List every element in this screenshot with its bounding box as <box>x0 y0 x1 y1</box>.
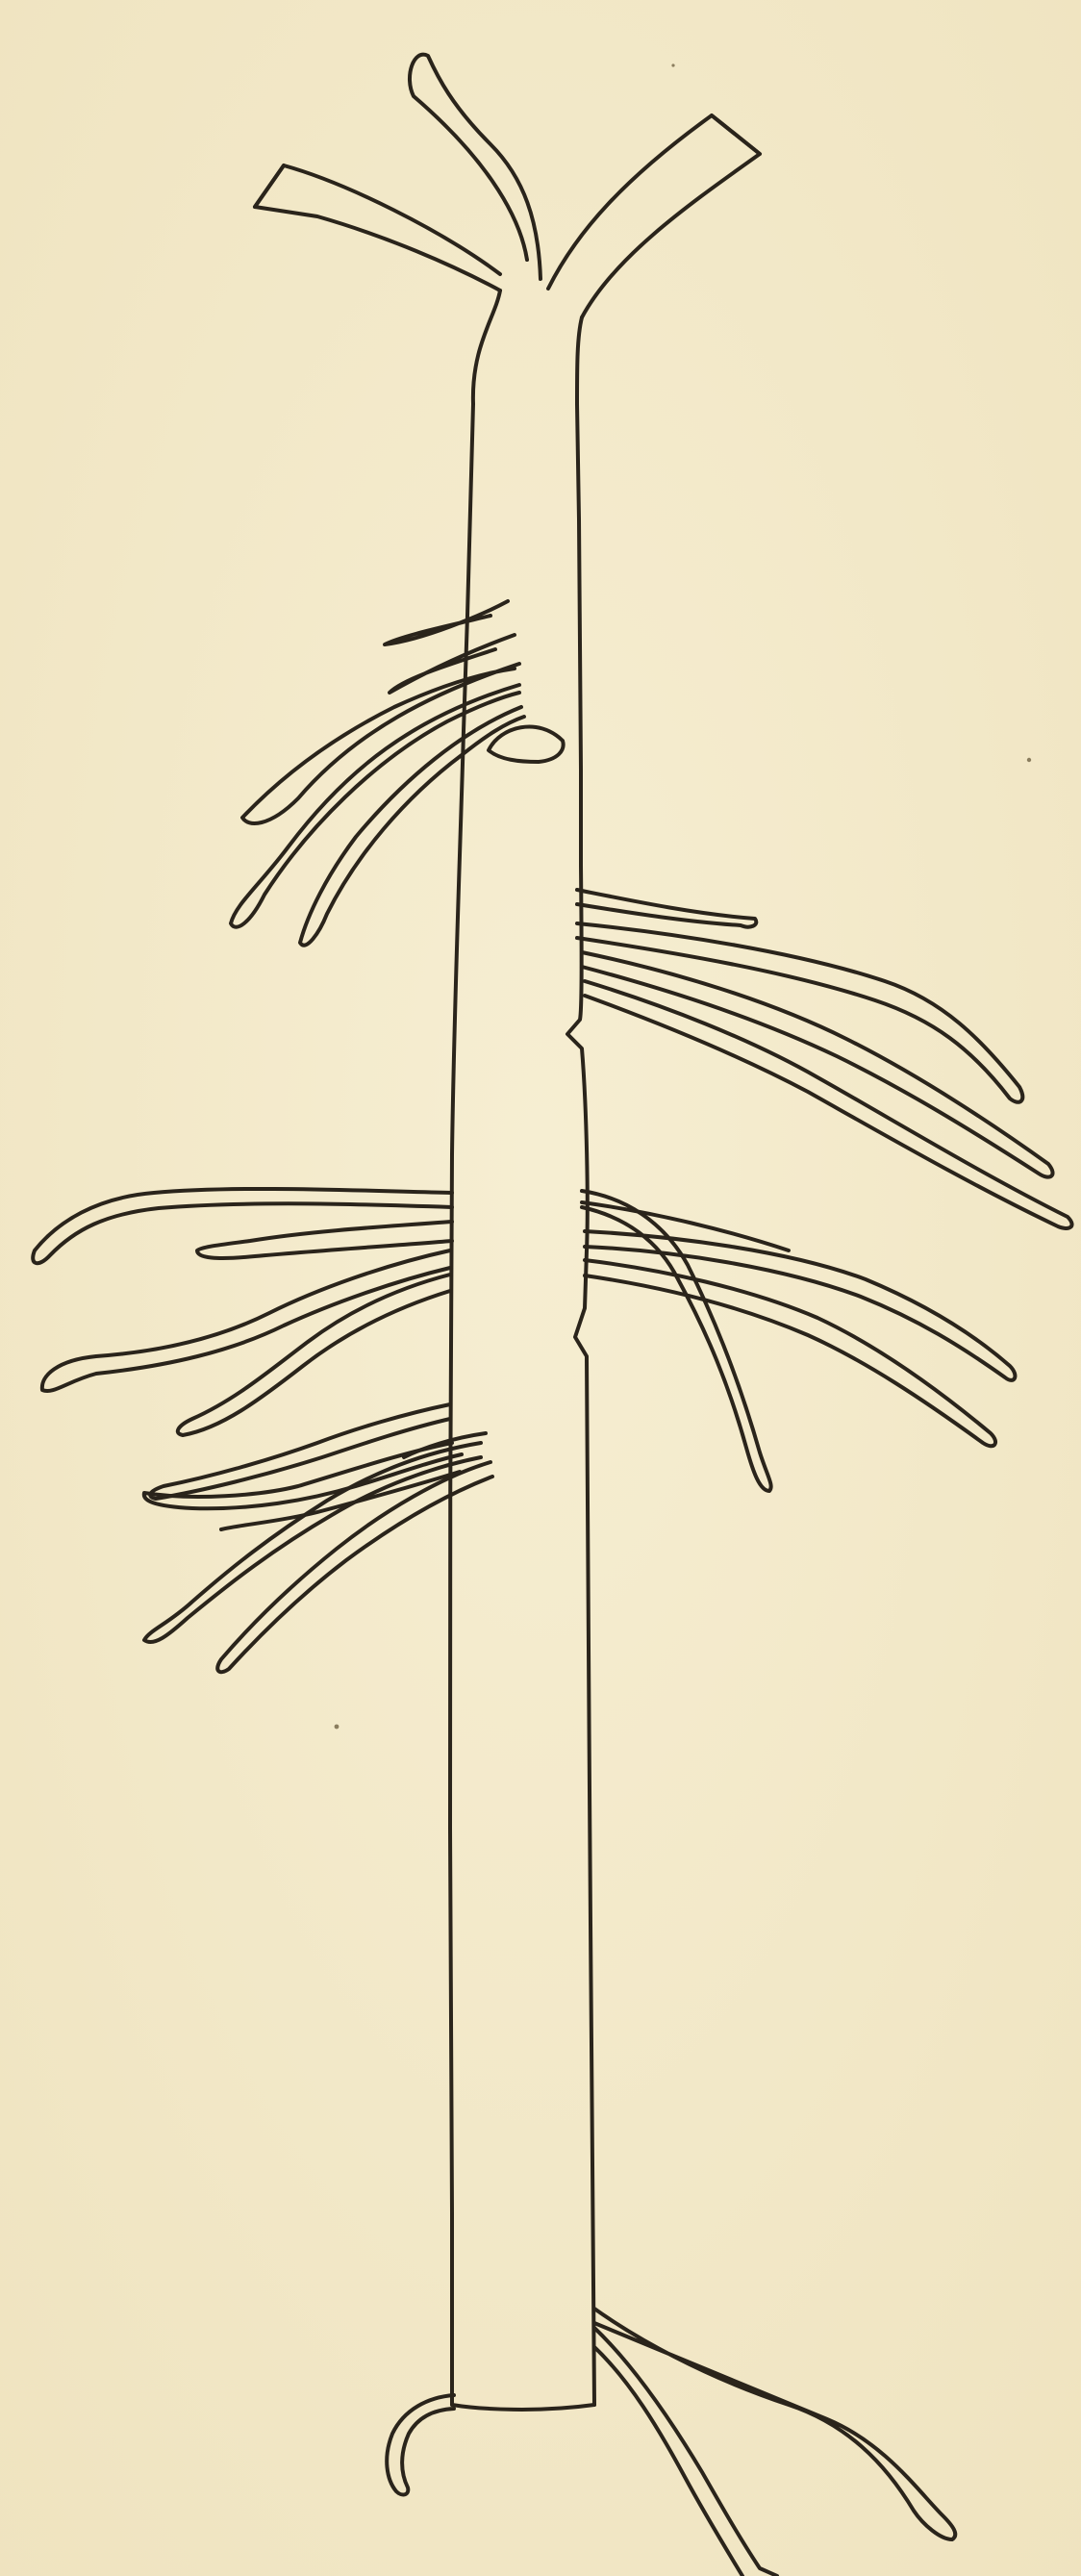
paper-background <box>0 0 1081 2576</box>
plant-stem-drawing <box>0 0 1081 2576</box>
